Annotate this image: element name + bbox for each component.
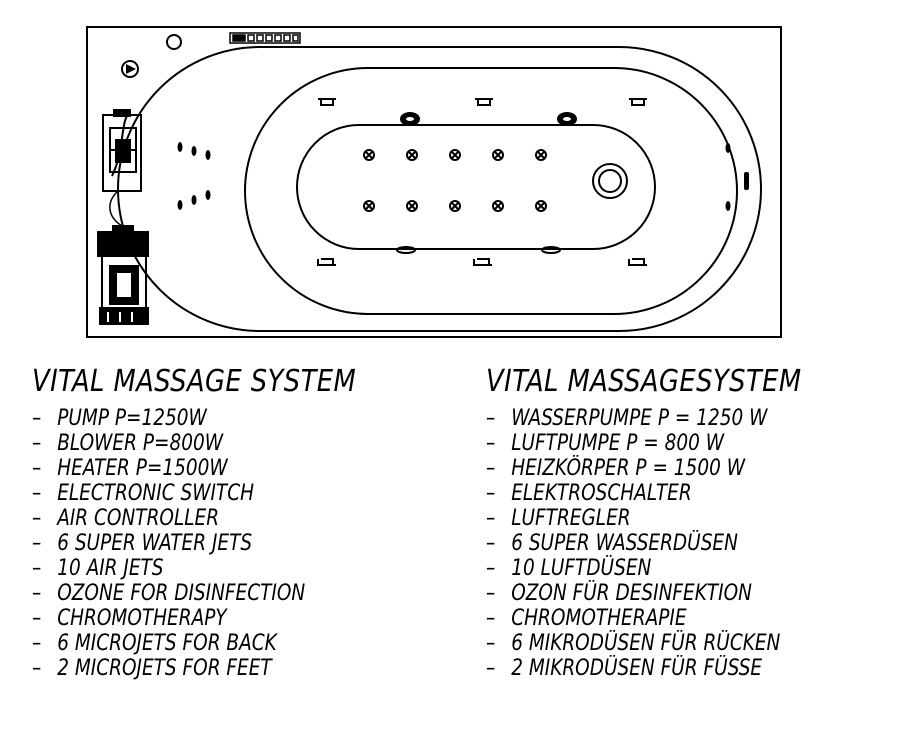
basin-inner-outline — [296, 124, 656, 250]
list-item: –AIR CONTROLLER — [32, 506, 220, 531]
english-spec-column: VITAL MASSAGE SYSTEM –PUMP P=1250W –BLOW… — [32, 362, 452, 681]
list-item: –HEATER P=1500W — [32, 456, 228, 481]
list-item: –6 MIKRODÜSEN FÜR RÜCKEN — [486, 631, 781, 656]
list-item: –6 MICROJETS FOR BACK — [32, 631, 277, 656]
english-heading: VITAL MASSAGE SYSTEM — [32, 364, 357, 399]
air-jet-icon — [535, 200, 547, 212]
list-item: –LUFTREGLER — [486, 506, 631, 531]
german-heading: VITAL MASSAGESYSTEM — [486, 364, 802, 399]
microjet-icon — [191, 146, 197, 156]
electronic-switch-icon — [229, 32, 301, 44]
ozone-nozzles — [396, 112, 577, 254]
air-jet-icon — [492, 200, 504, 212]
german-spec-column: VITAL MASSAGESYSTEM –WASSERPUMPE P = 125… — [486, 362, 896, 681]
air-jet-icon — [406, 149, 418, 161]
list-item: –WASSERPUMPE P = 1250 W — [486, 406, 768, 431]
list-item: –OZONE FOR DISINFECTION — [32, 581, 306, 606]
air-jet-icon — [363, 149, 375, 161]
water-jet-icon — [473, 258, 492, 266]
water-jet-icon — [629, 98, 647, 106]
air-jet-icon — [492, 149, 504, 161]
feet-microjets — [725, 143, 749, 211]
drain-valve-icon — [744, 172, 749, 190]
list-item: –ELECTRONIC SWITCH — [32, 481, 255, 506]
microjet-icon — [177, 200, 183, 210]
list-item: –6 SUPER WATER JETS — [32, 531, 253, 556]
back-microjets — [177, 142, 211, 210]
list-item: –10 AIR JETS — [32, 556, 164, 581]
microjet-icon — [191, 195, 197, 205]
water-jets — [317, 98, 647, 266]
air-jet-icon — [449, 200, 461, 212]
list-item: –CHROMOTHERAPIE — [486, 606, 687, 631]
list-item: –ELEKTROSCHALTER — [486, 481, 692, 506]
bathtub-plan-diagram — [86, 26, 782, 338]
air-jets — [363, 149, 547, 212]
water-jet-icon — [318, 98, 336, 106]
list-item: –2 MICROJETS FOR FEET — [32, 656, 272, 681]
air-jet-icon — [406, 200, 418, 212]
drain-icon — [592, 163, 628, 199]
pump-icon — [97, 225, 149, 325]
list-item: –PUMP P=1250W — [32, 406, 207, 431]
microjet-icon — [177, 142, 183, 152]
water-jet-icon — [628, 258, 647, 266]
overflow-icon — [166, 34, 182, 50]
light-lens-icon — [541, 246, 561, 254]
list-item: –OZON FÜR DESINFEKTION — [486, 581, 752, 606]
blower-icon — [102, 109, 142, 192]
water-jet-icon — [475, 98, 493, 106]
air-jet-icon — [449, 149, 461, 161]
list-item: –2 MIKRODÜSEN FÜR FÜSSE — [486, 656, 763, 681]
microjet-icon — [725, 143, 731, 153]
microjet-icon — [725, 201, 731, 211]
air-jet-icon — [535, 149, 547, 161]
air-controller-icon — [121, 60, 139, 78]
list-item: –10 LUFTDÜSEN — [486, 556, 652, 581]
light-lens-icon — [396, 246, 416, 254]
basin-middle-outline — [244, 67, 738, 315]
list-item: –HEIZKÖRPER P = 1500 W — [486, 456, 745, 481]
list-item: –6 SUPER WASSERDÜSEN — [486, 531, 738, 556]
air-jet-icon — [363, 200, 375, 212]
microjet-icon — [205, 190, 211, 200]
water-jet-icon — [317, 258, 336, 266]
list-item: –LUFTPUMPE P = 800 W — [486, 431, 725, 456]
tub-outline — [86, 26, 782, 338]
list-item: –BLOWER P=800W — [32, 431, 223, 456]
pipe-line — [109, 190, 123, 227]
german-spec-list: –WASSERPUMPE P = 1250 W –LUFTPUMPE P = 8… — [486, 406, 896, 681]
basin-outer-outline — [117, 46, 762, 332]
microjet-icon — [205, 150, 211, 160]
list-item: –CHROMOTHERAPY — [32, 606, 227, 631]
english-spec-list: –PUMP P=1250W –BLOWER P=800W –HEATER P=1… — [32, 406, 452, 681]
